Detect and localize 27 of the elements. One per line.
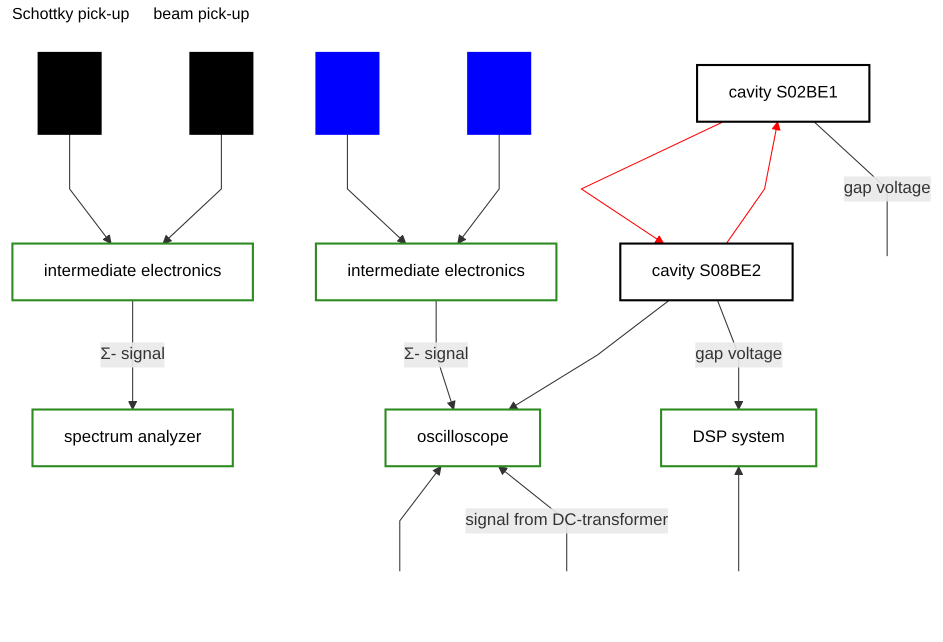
edge-label: gap voltage <box>844 180 931 198</box>
edge-label: signal from DC-transformer <box>465 512 668 530</box>
part-label: Schottky pick-up <box>12 6 130 24</box>
arrow <box>726 122 781 244</box>
node-box <box>696 64 870 124</box>
arrow <box>69 134 112 244</box>
arrow <box>346 134 406 244</box>
arrow <box>457 134 500 244</box>
arrow <box>508 300 670 410</box>
part-label: beam pick-up <box>153 6 250 24</box>
flowchart-drawing: Σ- signal Σ- signal gap voltage gap voltage signal from DC-transformer cavity S02BE1 intermediate electronics intermediate electronics cavity S08BE2 spectrum analyzer oscilloscope DSP system <box>4 44 939 616</box>
node-bar <box>189 52 254 136</box>
node-box <box>31 408 234 468</box>
node-box <box>384 408 542 468</box>
edge-label: gap voltage <box>695 346 782 364</box>
edge-label: Σ- signal <box>100 346 165 364</box>
arrow <box>399 466 442 572</box>
arrow <box>734 466 744 572</box>
node-box <box>11 242 254 302</box>
node-bar <box>38 52 102 136</box>
node-box <box>619 242 794 302</box>
arrow <box>162 134 222 244</box>
node-bar <box>467 52 532 136</box>
edge-label: Σ- signal <box>404 346 468 364</box>
node-box <box>314 242 558 302</box>
node-bar <box>315 52 380 136</box>
node-box <box>660 408 818 468</box>
